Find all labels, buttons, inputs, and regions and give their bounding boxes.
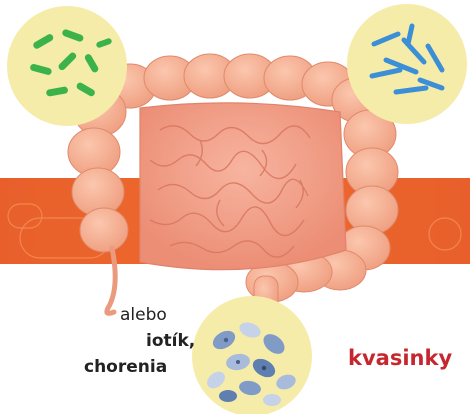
small-intestine xyxy=(140,103,346,270)
yeast-label: kvasinky xyxy=(348,346,452,370)
caption-line-1: alebo xyxy=(120,302,167,328)
blue-bacteria-icon xyxy=(347,4,467,124)
green-bacteria-icon xyxy=(7,6,127,126)
caption-line-2: iotík, xyxy=(146,328,195,354)
yeast-cells-icon xyxy=(192,296,312,414)
caption-line-3: chorenia xyxy=(84,354,167,380)
